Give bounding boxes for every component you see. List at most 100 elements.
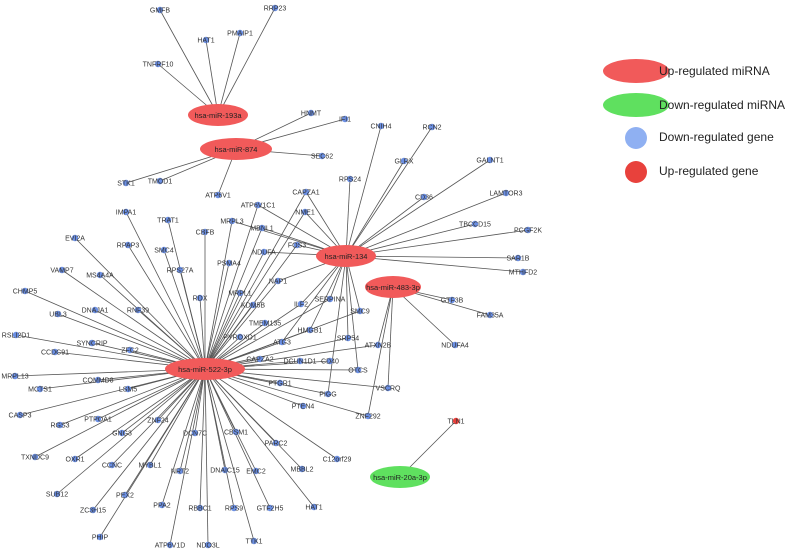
gene-label: CBFB xyxy=(196,230,215,237)
mirna-label: hsa-miR-874 xyxy=(215,145,258,154)
gene-node-ndufa: NDUFA xyxy=(252,248,276,257)
edge-pigg-hsa-mir-134 xyxy=(327,255,347,395)
gene-label: VSCRQ xyxy=(376,386,401,393)
gene-dot xyxy=(166,541,174,549)
gene-dot xyxy=(298,465,306,473)
gene-dot xyxy=(122,208,130,216)
gene-dot xyxy=(374,341,382,349)
edge-ttk1-hsa-mir-522-3p xyxy=(204,368,255,542)
gene-node-ilf2: ILF2 xyxy=(294,300,308,309)
gene-dot xyxy=(164,216,172,224)
gene-dot xyxy=(71,234,79,242)
gene-label: ZNF292 xyxy=(355,414,380,421)
mirna-node-hsa-mir-20a-3p: hsa-miR-20a-3p xyxy=(370,466,430,488)
edge-serpina-hsa-mir-522-3p xyxy=(204,298,331,370)
gene-node-ttk1: TTK1 xyxy=(245,537,263,546)
gene-node-dcun1d1: DCUN1D1 xyxy=(283,357,317,366)
gene-node-hat1: HAT1 xyxy=(197,36,215,45)
gene-node-cd36: CD36 xyxy=(415,193,433,202)
edge-casp3-hsa-mir-522-3p xyxy=(19,368,206,416)
gene-dot xyxy=(296,357,304,365)
gene-node-gtf2h5: GTF2H5 xyxy=(257,504,284,513)
gene-dot xyxy=(236,29,244,37)
edge-c12orf29-hsa-mir-522-3p xyxy=(204,368,338,460)
gene-dot xyxy=(514,254,522,262)
mirna-node-hsa-mir-874: hsa-miR-874 xyxy=(200,138,272,160)
gene-node-zfc2: ZFC2 xyxy=(121,346,139,355)
gene-label: LAMTOR3 xyxy=(490,191,523,198)
gene-dot xyxy=(260,248,268,256)
gene-dot xyxy=(258,224,266,232)
gene-node-gmfb: GMFB xyxy=(150,6,170,15)
gene-node-txndc9: TXNDC9 xyxy=(21,453,49,462)
gene-dot xyxy=(266,504,274,512)
gene-dot xyxy=(301,208,309,216)
gene-dot xyxy=(346,175,354,183)
gene-label: OXR1 xyxy=(65,457,84,464)
gene-label: PSMA4 xyxy=(217,261,241,268)
gene-dot xyxy=(214,191,222,199)
gene-node-rcn2: RCN2 xyxy=(422,123,442,132)
gene-label: EVI2A xyxy=(65,236,85,243)
gene-label: DCN7C xyxy=(183,431,207,438)
gene-label: DNAIC15 xyxy=(210,468,240,475)
mirna-label: hsa-miR-20a-3p xyxy=(373,473,427,482)
gene-label: CD40 xyxy=(321,359,339,366)
gene-node-znf24: ZNF24 xyxy=(147,416,169,425)
gene-dot xyxy=(11,372,19,380)
gene-node-atp6v1d: ATP6V1D xyxy=(155,541,186,550)
gene-dot xyxy=(94,415,102,423)
gene-node-mrpl13: MRPL13 xyxy=(1,372,29,381)
gene-label: MRPL3 xyxy=(220,219,243,226)
legend-item-down-regulated-mirna: Down-regulated miRNA xyxy=(595,93,795,119)
gene-dot xyxy=(31,453,39,461)
gene-node-atg3: ATG3 xyxy=(273,338,291,347)
gene-dot xyxy=(293,241,301,249)
mirna-nodes: hsa-miR-193ahsa-miR-874hsa-miR-134hsa-mi… xyxy=(165,104,430,488)
gene-dot xyxy=(236,289,244,297)
gene-node-vscrq: VSCRQ xyxy=(376,384,401,393)
mirna-node-hsa-mir-522-3p: hsa-miR-522-3p xyxy=(165,358,245,380)
gene-label: GTF2H5 xyxy=(257,506,284,513)
gene-label: GTF3B xyxy=(441,298,464,305)
gene-node-nrt2: NRT2 xyxy=(171,467,189,476)
gene-label: RSLI2D1 xyxy=(2,333,31,340)
gene-dot xyxy=(122,179,130,187)
legend-swatch-up-mirna xyxy=(603,59,669,83)
gene-dot xyxy=(377,122,385,130)
edge-nrt2-hsa-mir-522-3p xyxy=(179,368,206,472)
gene-label: RNF39 xyxy=(127,308,149,315)
gene-node-rps27a: RPS27A xyxy=(167,266,194,275)
edge-atg3-hsa-mir-134 xyxy=(281,255,347,343)
gene-dot xyxy=(54,310,62,318)
edge-pcgf2k-hsa-mir-134 xyxy=(345,229,529,257)
gene-label: CCDC91 xyxy=(41,350,69,357)
gene-node-ifi1: IFI1 xyxy=(339,115,351,124)
gene-node-gng3: GNG3 xyxy=(112,429,132,438)
gene-label: ATP6V1D xyxy=(155,543,186,550)
mirna-node-hsa-mir-193a: hsa-miR-193a xyxy=(188,104,248,126)
gene-node-ppa2: PPA2 xyxy=(153,501,171,510)
gene-dot xyxy=(333,455,341,463)
gene-label: ATP6V1C1 xyxy=(241,203,276,210)
gene-label: PTPOA1 xyxy=(84,417,112,424)
gene-dot xyxy=(96,533,104,541)
gene-label: LSM5 xyxy=(119,387,137,394)
gene-label: CASP3 xyxy=(9,413,32,420)
gene-node-mybl1: MYBL1 xyxy=(139,461,162,470)
mirna-ellipse xyxy=(316,245,376,267)
edge-glrx-hsa-mir-134 xyxy=(345,160,405,257)
gene-label: NDUFA4 xyxy=(441,343,469,350)
edge-rdx-hsa-mir-522-3p xyxy=(199,297,206,370)
gene-dot xyxy=(278,338,286,346)
gene-label: RGS3 xyxy=(50,423,69,430)
gene-node-nme1: NME1 xyxy=(295,208,315,217)
edge-rps27a-hsa-mir-522-3p xyxy=(179,269,206,370)
gene-dot xyxy=(471,220,479,228)
gene-node-rnf39: RNF39 xyxy=(127,306,149,315)
gene-dot xyxy=(519,268,527,276)
gene-dot xyxy=(121,491,129,499)
gene-node-cd40: CD40 xyxy=(321,357,339,366)
gene-label: MRPL13 xyxy=(1,374,28,381)
edge-gng3-hsa-mir-522-3p xyxy=(121,368,206,434)
